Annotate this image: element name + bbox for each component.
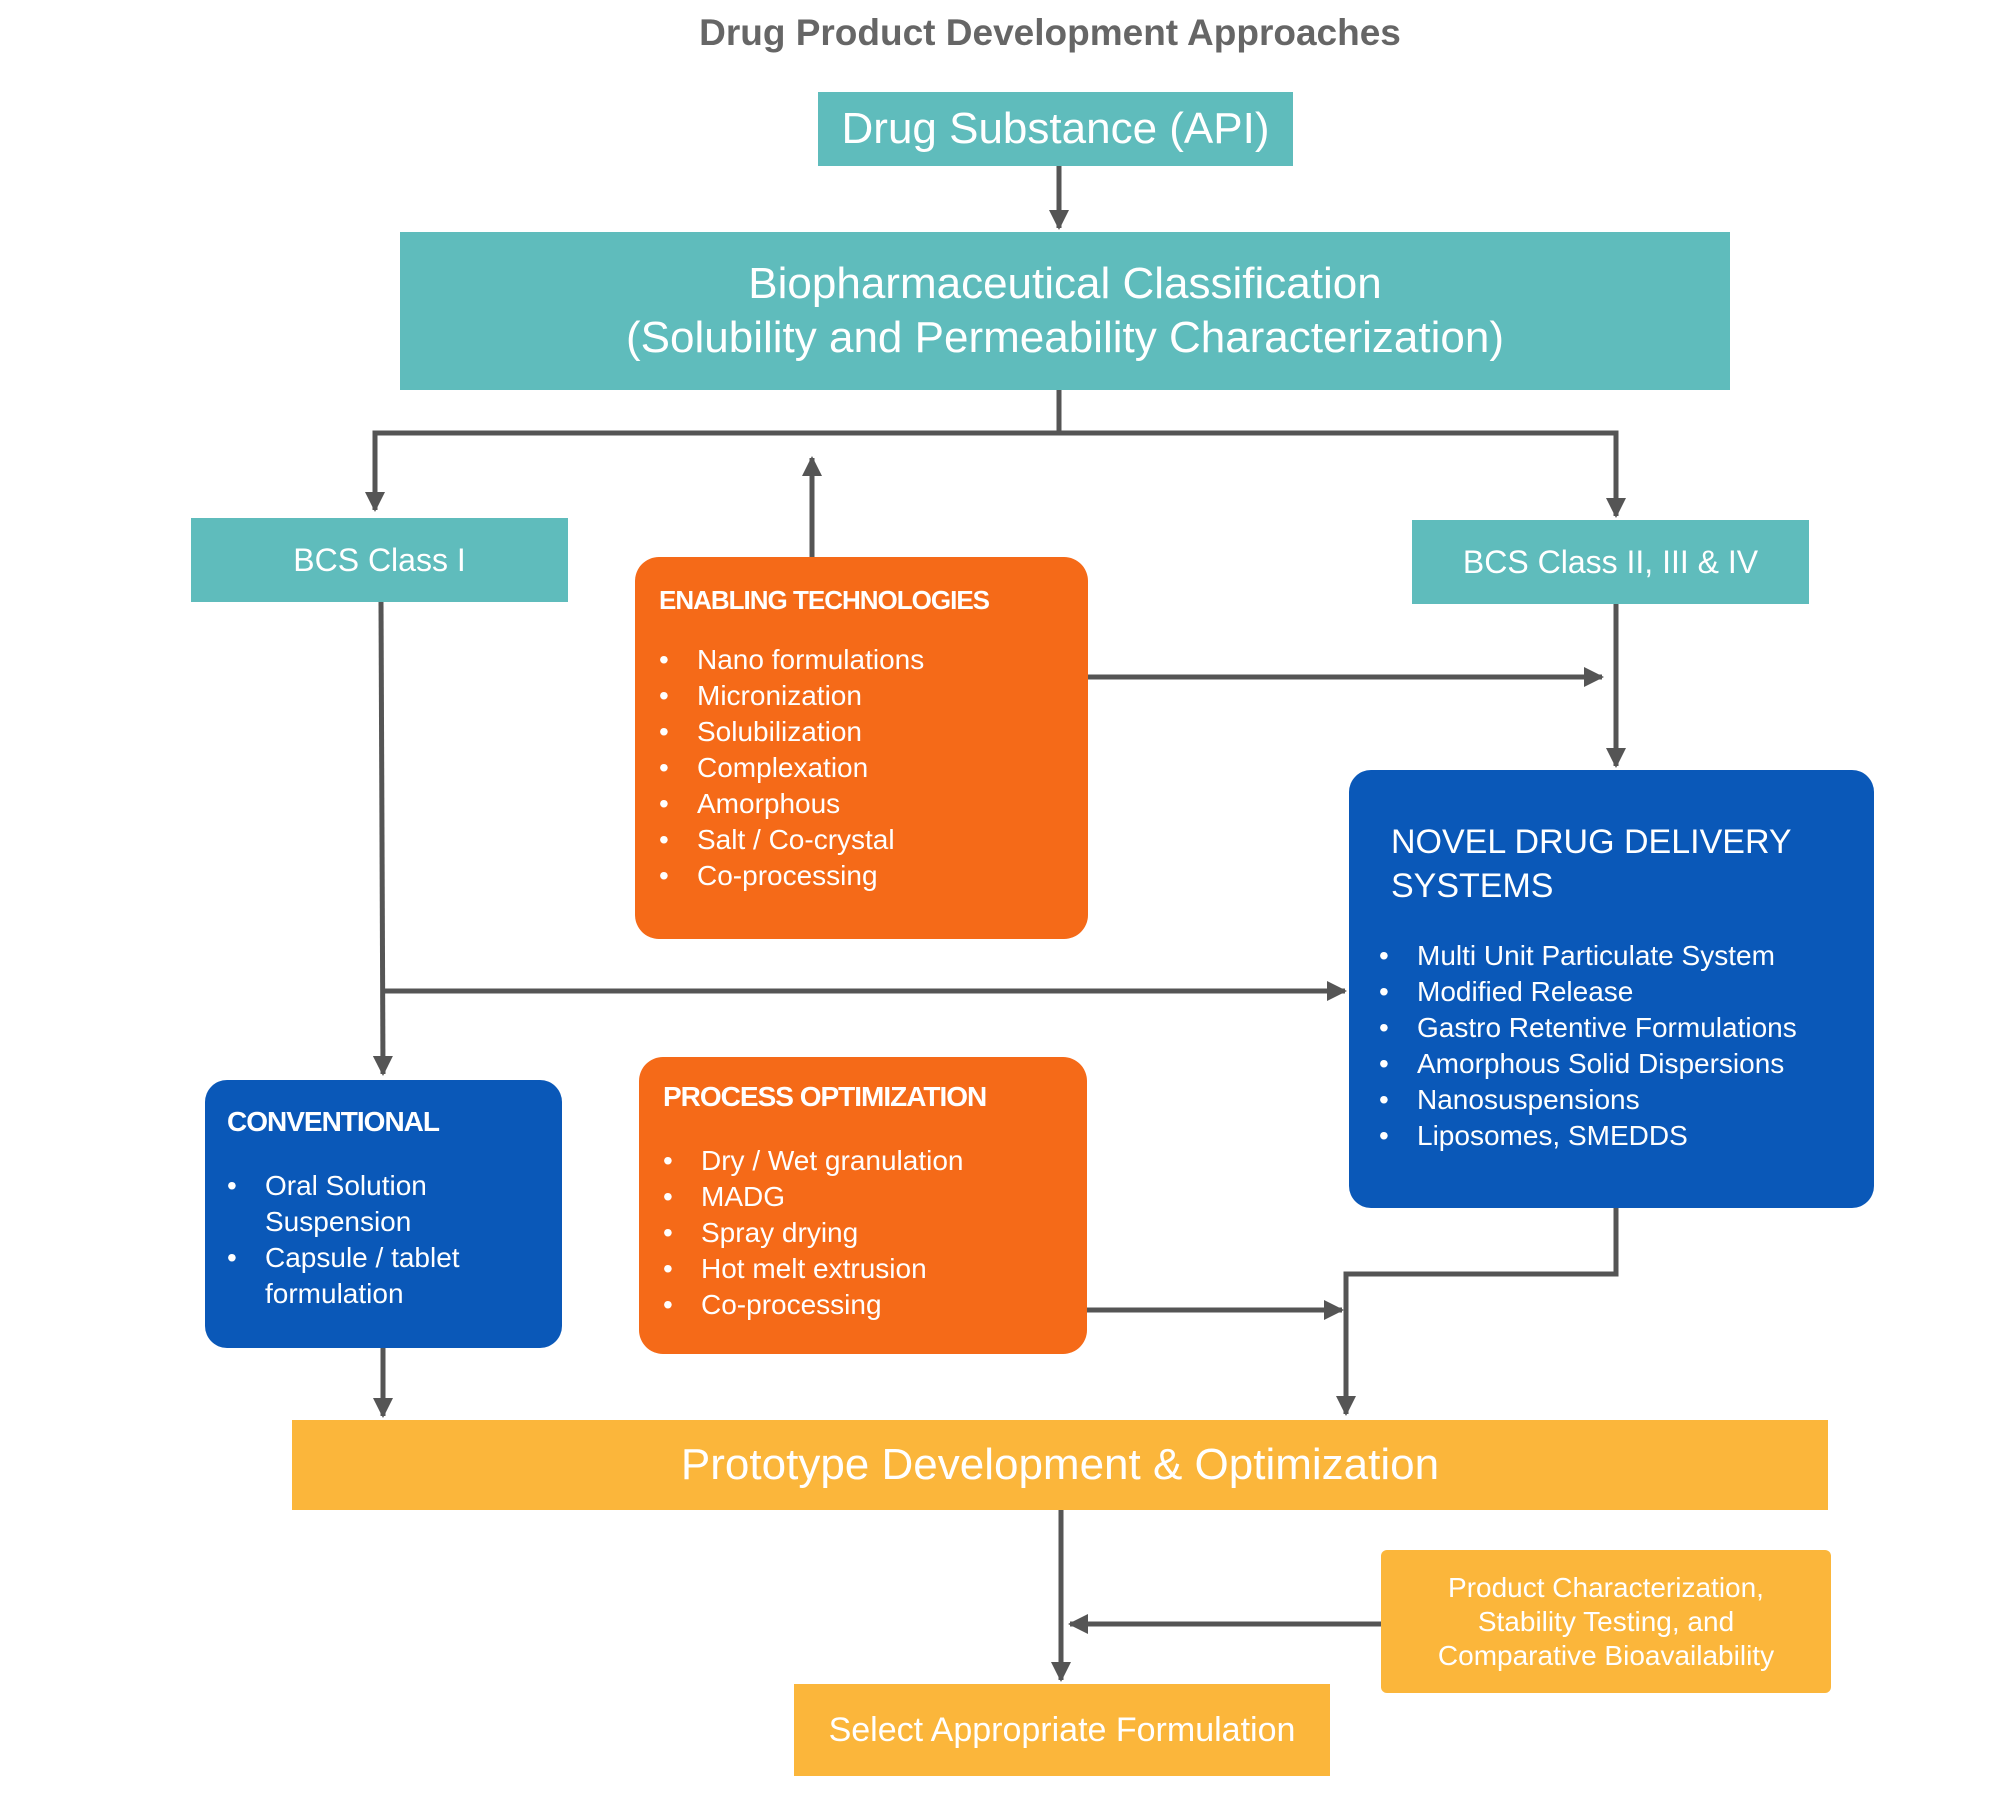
classification-line-1: Biopharmaceutical Classification (748, 259, 1382, 308)
biopharmaceutical-classification-box: Biopharmaceutical Classification (Solubi… (400, 232, 1730, 390)
process-optimization-list: Dry / Wet granulation MADG Spray drying … (663, 1143, 1063, 1323)
list-item: Amorphous Solid Dispersions (1379, 1046, 1850, 1082)
list-item: Salt / Co-crystal (659, 822, 1064, 858)
conventional-title: CONVENTIONAL (227, 1106, 440, 1137)
characterization-line-3: Comparative Bioavailability (1437, 1639, 1775, 1671)
process-optimization-title: PROCESS OPTIMIZATION (663, 1081, 987, 1112)
classification-line-2: (Solubility and Permeability Characteriz… (626, 313, 1504, 362)
connector-classification-to-class-2-3-4 (1059, 430, 1626, 518)
novel-drug-delivery-list: Multi Unit Particulate System Modified R… (1379, 938, 1850, 1154)
arrow-class-1-to-conventional (372, 601, 393, 1076)
list-item: Capsule / tablet formulation (227, 1240, 542, 1312)
list-item: Amorphous (659, 786, 1064, 822)
list-item: Multi Unit Particulate System (1379, 938, 1850, 974)
novel-drug-delivery-box: NOVEL DRUG DELIVERY SYSTEMS Multi Unit P… (1349, 770, 1874, 1208)
list-item: Nano formulations (659, 642, 1064, 678)
conventional-box: CONVENTIONAL Oral Solution Suspension Ca… (205, 1080, 562, 1348)
list-item: Modified Release (1379, 974, 1850, 1010)
list-item: Nanosuspensions (1379, 1082, 1850, 1118)
enabling-technologies-title: ENABLING TECHNOLOGIES (659, 585, 990, 615)
list-item: Hot melt extrusion (663, 1251, 1063, 1287)
list-item: Solubilization (659, 714, 1064, 750)
connector-classification-split (365, 390, 1062, 512)
list-item: Co-processing (659, 858, 1064, 894)
list-item: Complexation (659, 750, 1064, 786)
list-item: MADG (663, 1179, 1063, 1215)
list-item: Dry / Wet granulation (663, 1143, 1063, 1179)
characterization-line-1: Product Characterization, (1448, 1571, 1764, 1603)
novel-drug-delivery-title: NOVEL DRUG DELIVERY SYSTEMS (1391, 820, 1850, 908)
enabling-technologies-list: Nano formulations Micronization Solubili… (659, 642, 1064, 894)
process-optimization-box: PROCESS OPTIMIZATION Dry / Wet granulati… (639, 1057, 1087, 1354)
prototype-development-box: Prototype Development & Optimization (292, 1420, 1828, 1510)
enabling-technologies-box: ENABLING TECHNOLOGIES Nano formulations … (635, 557, 1088, 939)
novel-title-line-1: NOVEL DRUG DELIVERY (1391, 823, 1792, 861)
drug-substance-box: Drug Substance (API) (818, 92, 1293, 166)
list-item: Micronization (659, 678, 1064, 714)
select-formulation-box: Select Appropriate Formulation (794, 1684, 1330, 1776)
conventional-list: Oral Solution Suspension Capsule / table… (227, 1168, 542, 1312)
list-item: Co-processing (663, 1287, 1063, 1323)
list-item: Spray drying (663, 1215, 1063, 1251)
list-item: Gastro Retentive Formulations (1379, 1010, 1850, 1046)
characterization-box: Product Characterization, Stability Test… (1381, 1550, 1831, 1693)
connector-novel-to-prototype (1336, 1208, 1619, 1416)
bcs-class-2-3-4-box: BCS Class II, III & IV (1412, 520, 1809, 604)
list-item: Oral Solution Suspension (227, 1168, 542, 1240)
characterization-line-2: Stability Testing, and (1477, 1605, 1735, 1637)
bcs-class-1-box: BCS Class I (191, 518, 568, 602)
novel-title-line-2: SYSTEMS (1391, 867, 1554, 905)
diagram-title: Drug Product Development Approaches (699, 12, 1401, 53)
list-item: Liposomes, SMEDDS (1379, 1118, 1850, 1154)
